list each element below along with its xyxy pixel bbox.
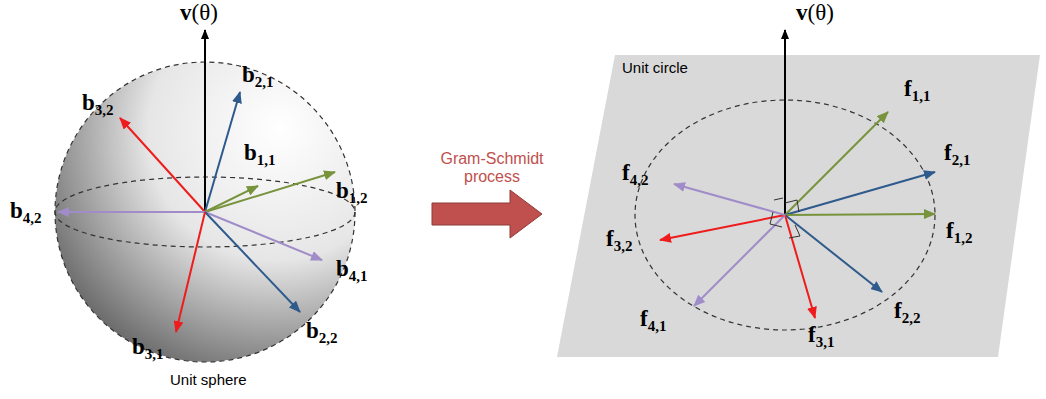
vector-label: f4,1 (640, 306, 666, 335)
vector-label: v(θ) (796, 0, 834, 25)
vector-label: b2,2 (306, 318, 338, 347)
plane-vectors (660, 30, 935, 318)
vector-label: f2,2 (894, 298, 920, 327)
vector-label: b2,1 (242, 62, 274, 91)
vector-label: f3,1 (808, 322, 834, 351)
vector-label: f1,1 (904, 76, 930, 105)
sphere-vectors (58, 30, 335, 332)
process-label: Gram-Schmidt process (432, 150, 552, 185)
caption-label: Unit circle (622, 60, 688, 77)
caption-label: Unit sphere (170, 372, 247, 389)
vector-label: f4,2 (622, 160, 648, 189)
right-angle-marks (770, 198, 800, 238)
process-arrow (432, 190, 542, 238)
vector-label: b3,2 (82, 90, 114, 119)
vector-label: b1,2 (336, 178, 368, 207)
vector-label: b4,2 (10, 198, 42, 227)
vector-label: b4,1 (336, 256, 368, 285)
vector-label: v(θ) (180, 0, 218, 25)
plane (557, 55, 1040, 357)
vector-label: f3,2 (606, 226, 632, 255)
vector-label: b1,1 (244, 140, 276, 169)
vector-label: f2,1 (944, 140, 970, 169)
vector-label: b3,1 (132, 334, 164, 363)
vector-label: f1,2 (946, 218, 972, 247)
